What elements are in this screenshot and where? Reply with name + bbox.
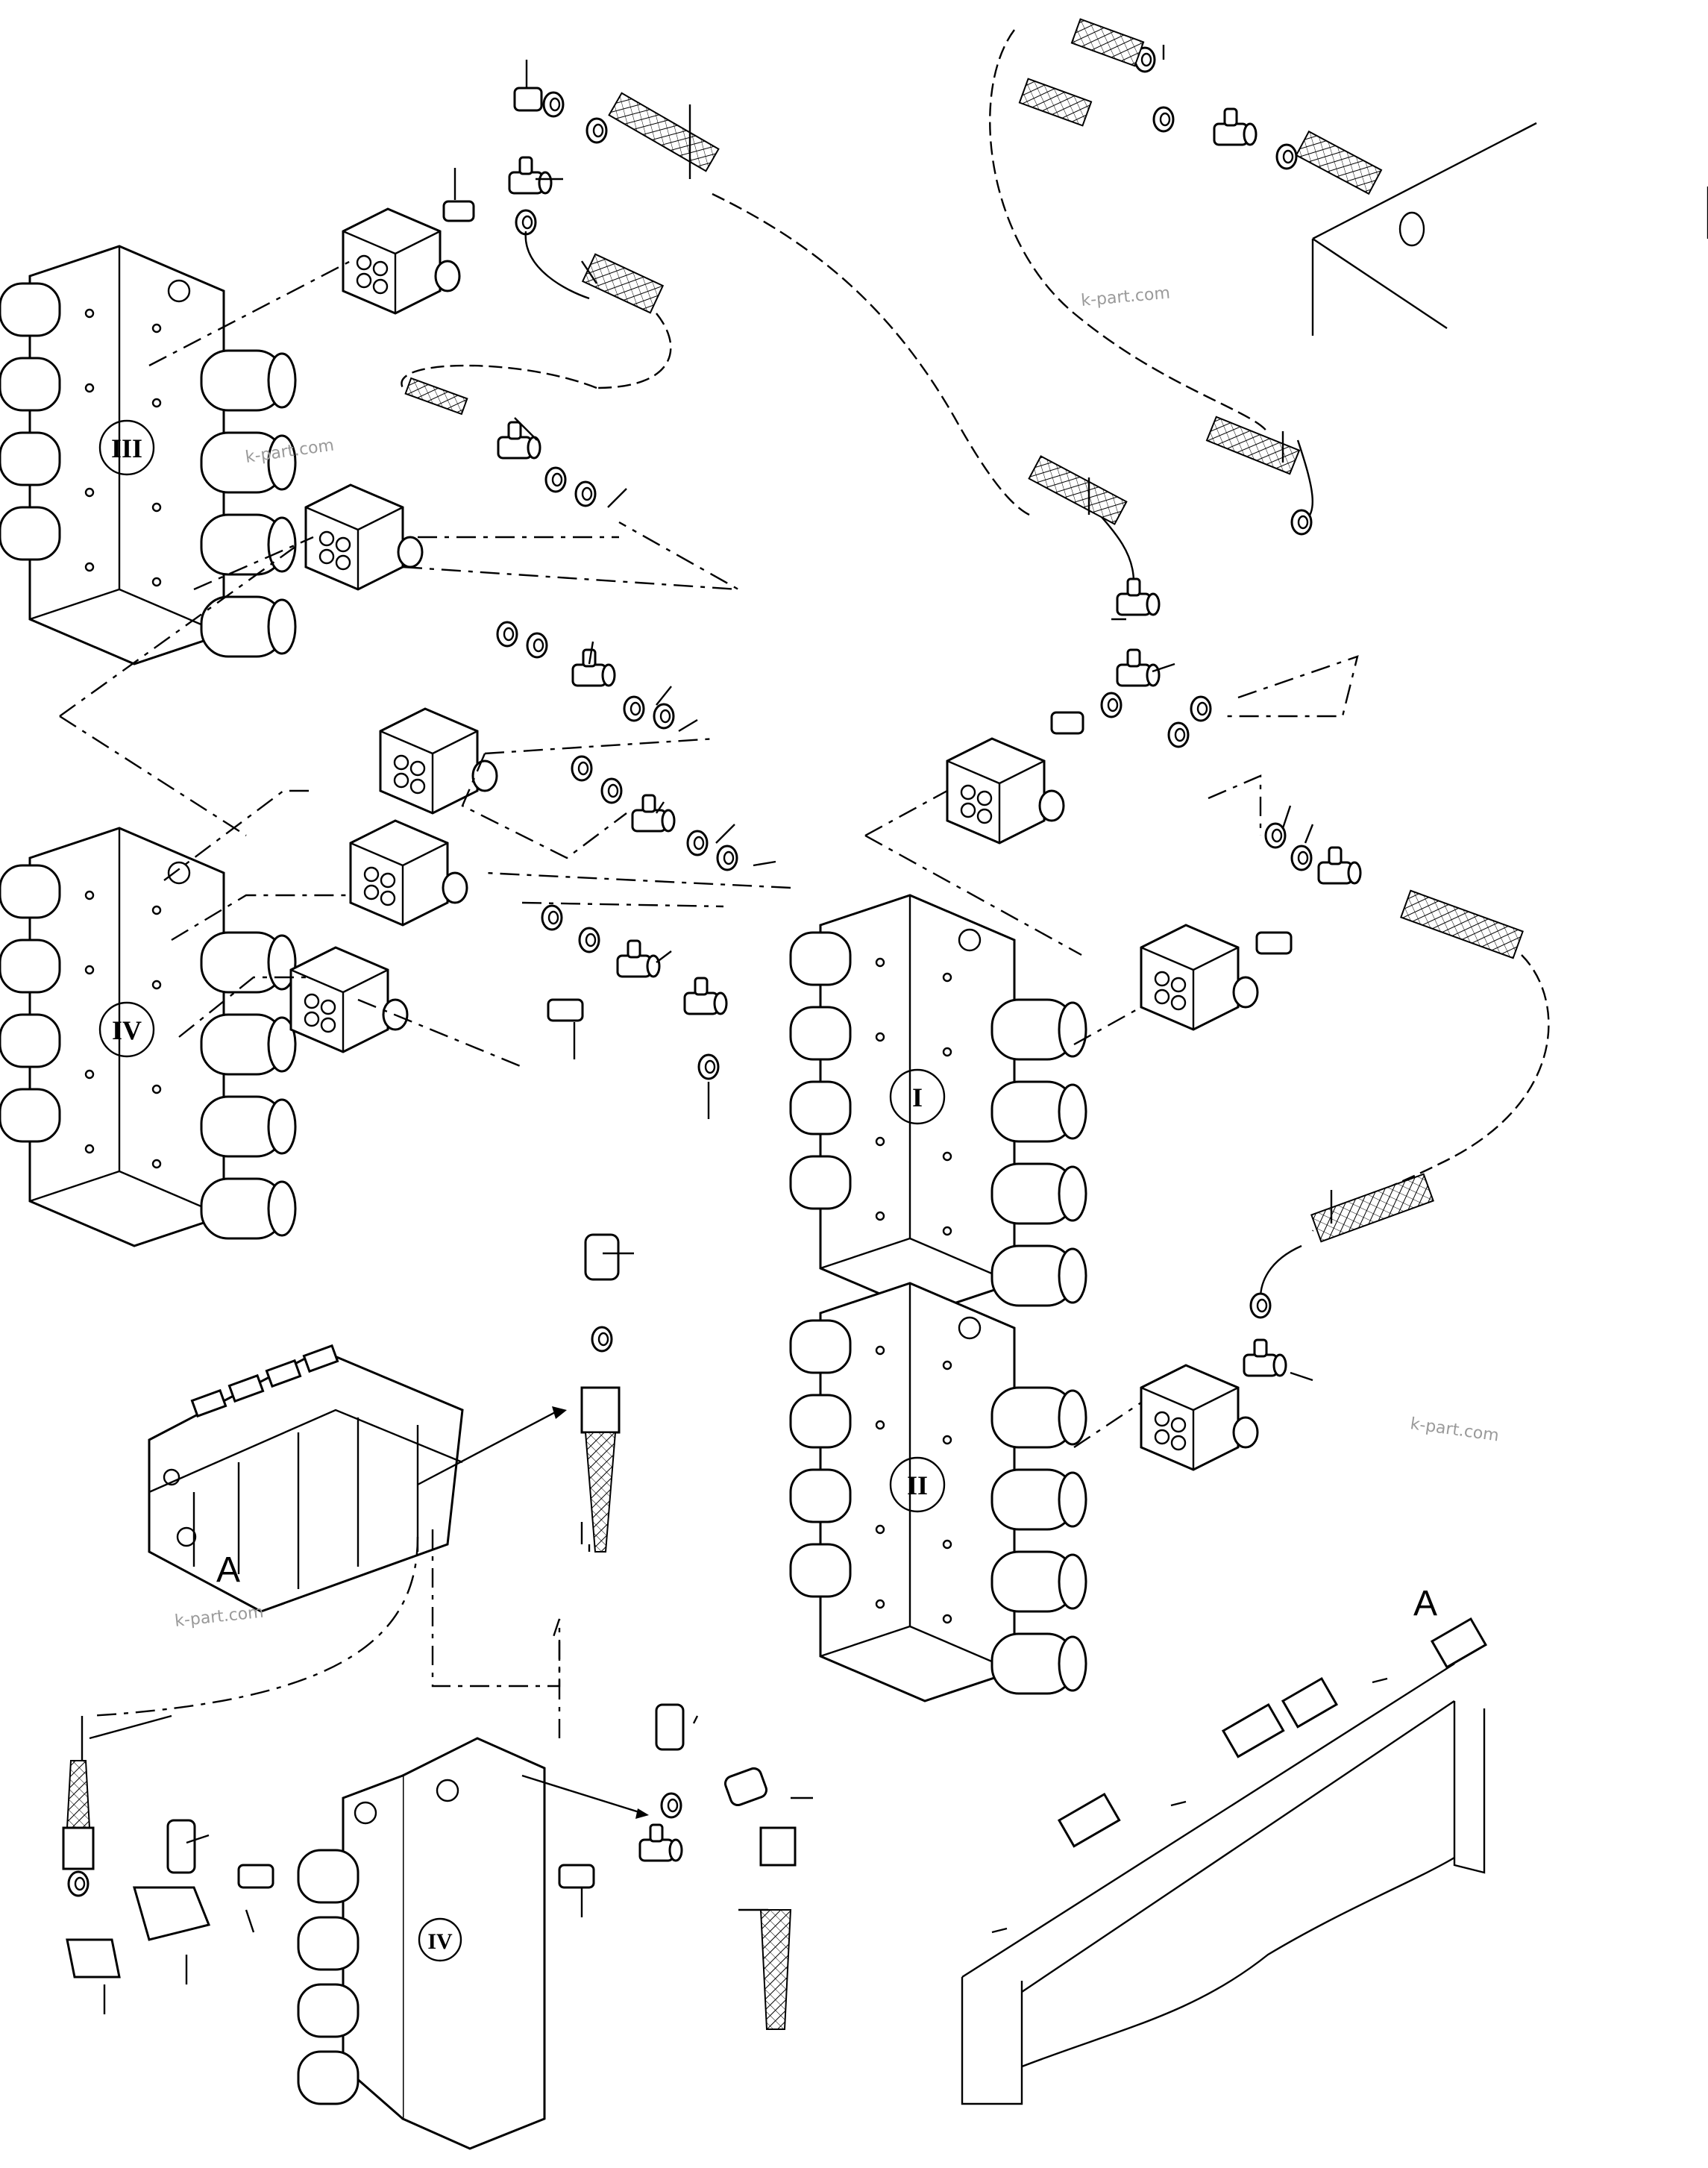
solenoid-block: [1140, 1364, 1259, 1471]
watermark: k-part.com: [1409, 1414, 1500, 1445]
fitting-row: [541, 904, 728, 1119]
detail-a-location-label: A: [1413, 1584, 1437, 1623]
fitting-row: [571, 755, 776, 871]
solenoid-block: [1140, 924, 1259, 1031]
detail-a-location: A: [961, 1584, 1488, 2105]
connection-lines: [59, 260, 1359, 1448]
valve-label-i: I: [912, 1083, 923, 1112]
valve-block-iv: IV: [0, 827, 297, 1247]
valve-label-ii: II: [907, 1470, 928, 1500]
right-fitting-chain: [1028, 416, 1314, 748]
valve-label-iii: III: [111, 433, 142, 463]
fitting-row: [496, 621, 698, 733]
right-lower-fittings: [1243, 805, 1550, 1382]
solenoid-block: [304, 483, 424, 591]
valve-block-iii: III: [0, 245, 297, 665]
valve-block-ii: II: [789, 1282, 1087, 1702]
watermark: k-part.com: [174, 1603, 265, 1631]
detail-a-label: A: [216, 1550, 240, 1590]
solenoid-block: [946, 737, 1065, 845]
detail-a-assembly: A: [148, 1344, 567, 1613]
bottom-center-fittings: [521, 1703, 813, 2030]
center-hose-piece: [580, 1233, 634, 1553]
watermark: k-part.com: [1080, 284, 1171, 310]
bottom-left-hose-chain: [62, 1529, 561, 2014]
solenoid-block: [342, 207, 461, 315]
valve-block-i: I: [789, 894, 1087, 1315]
solenoid-block: [379, 707, 498, 815]
detail-valve-block-iv: IV: [297, 1737, 546, 2150]
detail-valve-label-iv: IV: [427, 1929, 453, 1954]
hose-fitting-group: [401, 364, 627, 508]
valve-label-iv: IV: [112, 1015, 142, 1045]
solenoid-block: [289, 946, 409, 1053]
top-hose-assembly: [442, 60, 1030, 516]
top-right-bulkhead: [989, 18, 1708, 433]
solenoid-block: [349, 819, 468, 927]
